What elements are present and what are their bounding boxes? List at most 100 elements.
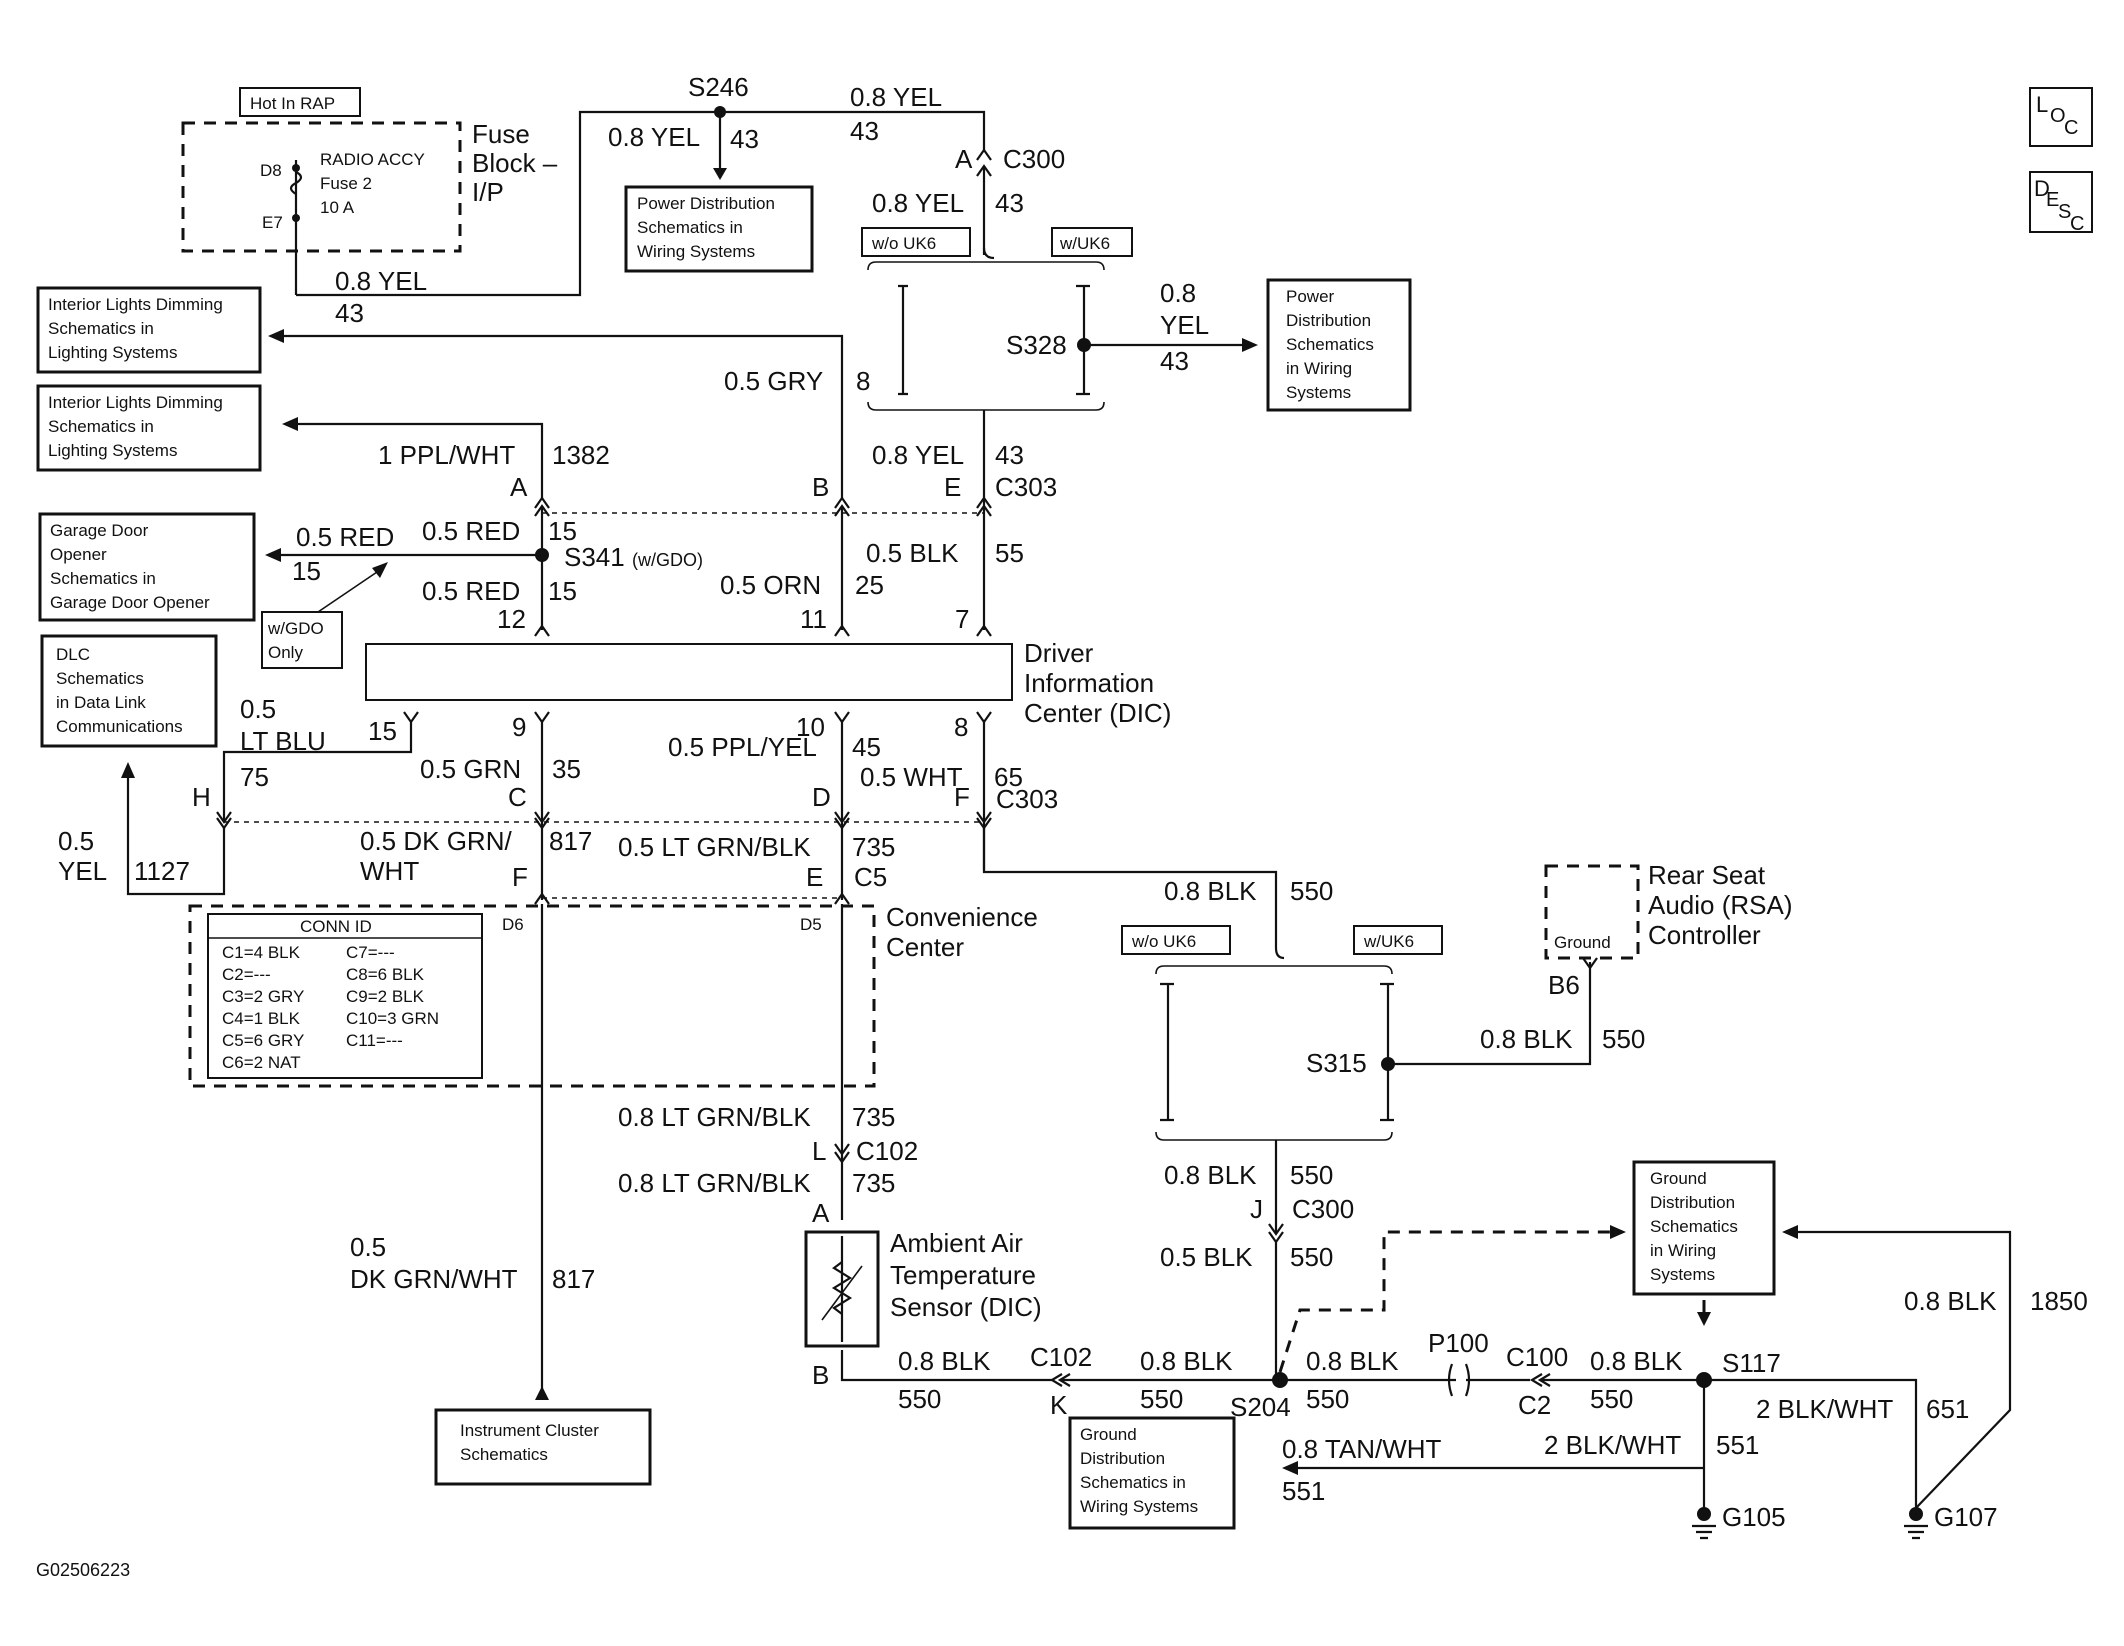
diagram-label: 35: [552, 754, 581, 784]
diagram-label: C10=3 GRN: [346, 1009, 439, 1028]
diagram-label: 0.5 PPL/YEL: [668, 732, 817, 762]
diagram-label: 12: [497, 604, 526, 634]
diagram-label: 1127: [134, 856, 190, 886]
diagram-label: 735: [852, 1168, 895, 1198]
interior-lights-ref-2[interactable]: [36, 384, 262, 472]
connector-c100: C100: [1506, 1342, 1568, 1372]
diagram-label: C3=2 GRY: [222, 987, 304, 1006]
diagram-label: C: [508, 782, 527, 812]
diagram-label: C5=6 GRY: [222, 1031, 304, 1050]
diagram-label: w/o UK6: [1131, 932, 1196, 951]
diagram-label: 0.5 ORN: [720, 570, 821, 600]
dic-module: [365, 643, 1013, 701]
diagram-label: Wiring Systems: [637, 242, 755, 261]
diagram-label: 43: [995, 188, 1024, 218]
diagram-label: 9: [512, 712, 526, 742]
diagram-label: 1850: [2030, 1286, 2088, 1316]
diagram-label: C1=4 BLK: [222, 943, 301, 962]
diagram-label: CONN ID: [300, 917, 372, 936]
diagram-label: 0.5: [240, 694, 276, 724]
diagram-label: Distribution: [1080, 1449, 1165, 1468]
option-w-uk6: [1051, 227, 1133, 257]
diagram-label: 2 BLK/WHT: [1544, 1430, 1681, 1460]
diagram-label: 0.5 GRY: [724, 366, 823, 396]
diagram-label: YEL: [58, 856, 107, 886]
diagram-label: 43: [1160, 346, 1189, 376]
ground-g107: [1909, 1507, 1923, 1521]
diagram-label: 1382: [552, 440, 610, 470]
diagram-label: Schematics in: [48, 319, 154, 338]
diagram-label: 550: [1590, 1384, 1633, 1414]
diagram-label: 2 BLK/WHT: [1756, 1394, 1893, 1424]
ground-dist-ref-2[interactable]: [1068, 1416, 1236, 1530]
connector-c303-lower: C303: [996, 784, 1058, 814]
desc-icon[interactable]: D E S C: [2029, 171, 2093, 235]
interior-lights-ref-1[interactable]: [36, 286, 262, 374]
diagram-label: C11=---: [346, 1031, 403, 1050]
diagram-label: 651: [1926, 1394, 1969, 1424]
diagram-label: Schematics in: [48, 417, 154, 436]
diagram-label: w/UK6: [1059, 234, 1110, 253]
diagram-label: w/o UK6: [871, 234, 936, 253]
diagram-label: 0.8 BLK: [1590, 1346, 1683, 1376]
option-wo-uk6: [861, 227, 971, 257]
diagram-label: Ground: [1650, 1169, 1707, 1188]
diagram-label: Systems: [1650, 1265, 1715, 1284]
diagram-label: 15: [292, 556, 321, 586]
diagram-label: Controller: [1648, 920, 1761, 950]
garage-door-ref[interactable]: [38, 512, 256, 622]
diagram-label: Schematics: [460, 1445, 548, 1464]
diagram-label: 735: [852, 832, 895, 862]
diagram-label: 0.8 BLK: [898, 1346, 991, 1376]
splice-s204: [1272, 1372, 1288, 1388]
fuse-number: Fuse 2: [320, 174, 372, 193]
diagram-label: 25: [855, 570, 884, 600]
diagram-label: Ground: [1080, 1425, 1137, 1444]
diagram-label: B: [812, 472, 829, 502]
diagram-label: 550: [1290, 1160, 1333, 1190]
diagram-label: 0.5 GRN: [420, 754, 521, 784]
diagram-label: Sensor (DIC): [890, 1292, 1042, 1322]
diagram-label: 817: [552, 1264, 595, 1294]
power-dist-ref-1[interactable]: [624, 185, 814, 273]
diagram-label: G105: [1722, 1502, 1786, 1532]
diagram-label: Opener: [50, 545, 107, 564]
diagram-label: 15: [548, 576, 577, 606]
diagram-label: 551: [1716, 1430, 1759, 1460]
diagram-label: DK GRN/WHT: [350, 1264, 518, 1294]
diagram-label: 0.5 WHT: [860, 762, 963, 792]
fuse-symbol: [289, 171, 303, 195]
diagram-label: C9=2 BLK: [346, 987, 425, 1006]
fuse-block-title-1: Fuse: [472, 119, 530, 149]
diagram-label: 0.8 YEL: [872, 188, 964, 218]
instrument-cluster-ref[interactable]: [434, 1408, 652, 1486]
diagram-label: 8: [856, 366, 870, 396]
diagram-label: Schematics: [1286, 335, 1374, 354]
diagram-label: Instrument Cluster: [460, 1421, 599, 1440]
diagram-label: 0.5 BLK: [866, 538, 959, 568]
diagram-label: 7: [955, 604, 969, 634]
power-dist-ref-2[interactable]: [1266, 278, 1412, 412]
diagram-label: 75: [240, 762, 269, 792]
diagram-label: E: [2046, 189, 2059, 211]
loc-icon[interactable]: L O C: [2029, 87, 2093, 147]
option-w-uk6-lower: [1353, 925, 1443, 955]
diagram-label: 0.5: [58, 826, 94, 856]
ground-dist-ref-1[interactable]: [1632, 1160, 1776, 1296]
diagram-label: 0.8 BLK: [1904, 1286, 1997, 1316]
diagram-label: Schematics in: [1080, 1473, 1186, 1492]
diagram-label: Systems: [1286, 383, 1351, 402]
diagram-label: Schematics: [1650, 1217, 1738, 1236]
diagram-label: 43: [850, 116, 879, 146]
diagram-label: 0.8 BLK: [1140, 1346, 1233, 1376]
diagram-label: Ground: [1554, 933, 1611, 952]
diagram-label: Rear Seat: [1648, 860, 1766, 890]
fuse-pin-e7: E7: [262, 213, 283, 232]
dlc-ref[interactable]: [40, 634, 218, 748]
diagram-label: S: [2058, 201, 2071, 223]
diagram-label: Audio (RSA): [1648, 890, 1793, 920]
diagram-label: 0.8 BLK: [1306, 1346, 1399, 1376]
diagram-label: C2=---: [222, 965, 271, 984]
pin-A: A: [955, 144, 973, 174]
